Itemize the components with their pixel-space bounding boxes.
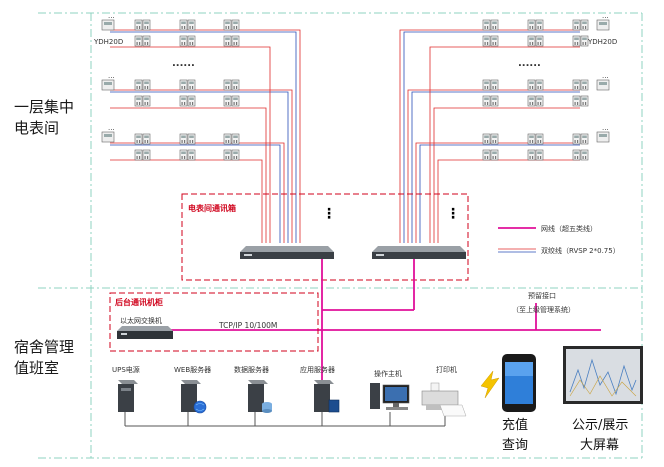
printer-icon (421, 382, 467, 417)
left-meter-array: ... YDH20D ...... ... ... (93, 12, 239, 160)
dorm-title-line1: 宿舍管理 (14, 338, 74, 356)
ups-icon (118, 380, 138, 412)
network-cabling (171, 259, 601, 385)
screen-label-line2: 大屏幕 (580, 438, 619, 453)
ethernet-switch-label: 以太网交换机 (120, 316, 162, 325)
web-server-icon (181, 380, 207, 414)
host-label: 操作主机 (374, 369, 402, 378)
meter-ellipsis-row2-left: ... (108, 72, 115, 80)
recharge-label-line1: 充值 (502, 417, 528, 433)
legend-twisted-label: 双绞线（RVSP 2*0.75） (541, 246, 620, 255)
web-server-label: WEB服务器 (174, 365, 211, 374)
meter-model-left: YDH20D (93, 38, 123, 46)
meter-model-right: YDH20D (587, 38, 617, 46)
meter-ellipsis-top-right: ... (602, 12, 609, 20)
recharge-label-line2: 查询 (502, 438, 528, 453)
host-computer-icon (370, 383, 410, 410)
backend-cabinet-frame (109, 292, 319, 352)
reserved-port-note: （至上级管理系统） (512, 305, 575, 314)
wireless-signal-icon (480, 370, 500, 399)
db-server-label: 数据服务器 (234, 365, 269, 374)
dorm-title-line2: 值班室 (14, 359, 59, 377)
left-meter-wiring (110, 29, 301, 243)
ups-label: UPS电源 (112, 365, 140, 374)
comm-box-frame (181, 193, 469, 281)
vertical-ellipsis-left: ⋮ (322, 206, 336, 222)
floor1-title-line1: 一层集中 (14, 98, 74, 116)
meter-ellipsis-right: ...... (518, 58, 541, 69)
screen-label-line1: 公示/展示 (572, 418, 628, 433)
right-meter-wiring (399, 29, 580, 243)
app-server-label: 应用服务器 (300, 365, 335, 374)
display-screen-icon (563, 346, 643, 404)
meter-ellipsis-top-left: ... (108, 12, 115, 20)
meter-ellipsis-row3-right: ... (602, 124, 609, 132)
comm-device-right (372, 246, 466, 259)
meter-ellipsis-row2-right: ... (602, 72, 609, 80)
ethernet-switch (117, 326, 173, 339)
legend: 网线（超五类线） 双绞线（RVSP 2*0.75） (498, 224, 620, 255)
floor1-title-line2: 电表间 (14, 119, 59, 137)
vertical-ellipsis-right: ⋮ (446, 206, 460, 222)
printer-label: 打印机 (436, 365, 457, 374)
backend-cabinet-label: 后台通讯机柜 (115, 297, 163, 307)
comm-device-left (240, 246, 334, 259)
right-meter-array: ... YDH20D ...... ... ... (483, 12, 617, 160)
device-bus (124, 412, 446, 427)
tcpip-label: TCP/IP 10/100M (218, 321, 277, 330)
db-server-icon (248, 380, 272, 413)
legend-network-label: 网线（超五类线） (541, 224, 597, 233)
reserved-port-label: 预留接口 (528, 291, 556, 300)
meter-ellipsis-left: ...... (172, 58, 195, 69)
meter-ellipsis-row3-left: ... (108, 124, 115, 132)
comm-box-label: 电表间通讯箱 (188, 203, 236, 213)
recharge-kiosk-icon (502, 354, 536, 412)
app-server-icon (314, 380, 340, 413)
